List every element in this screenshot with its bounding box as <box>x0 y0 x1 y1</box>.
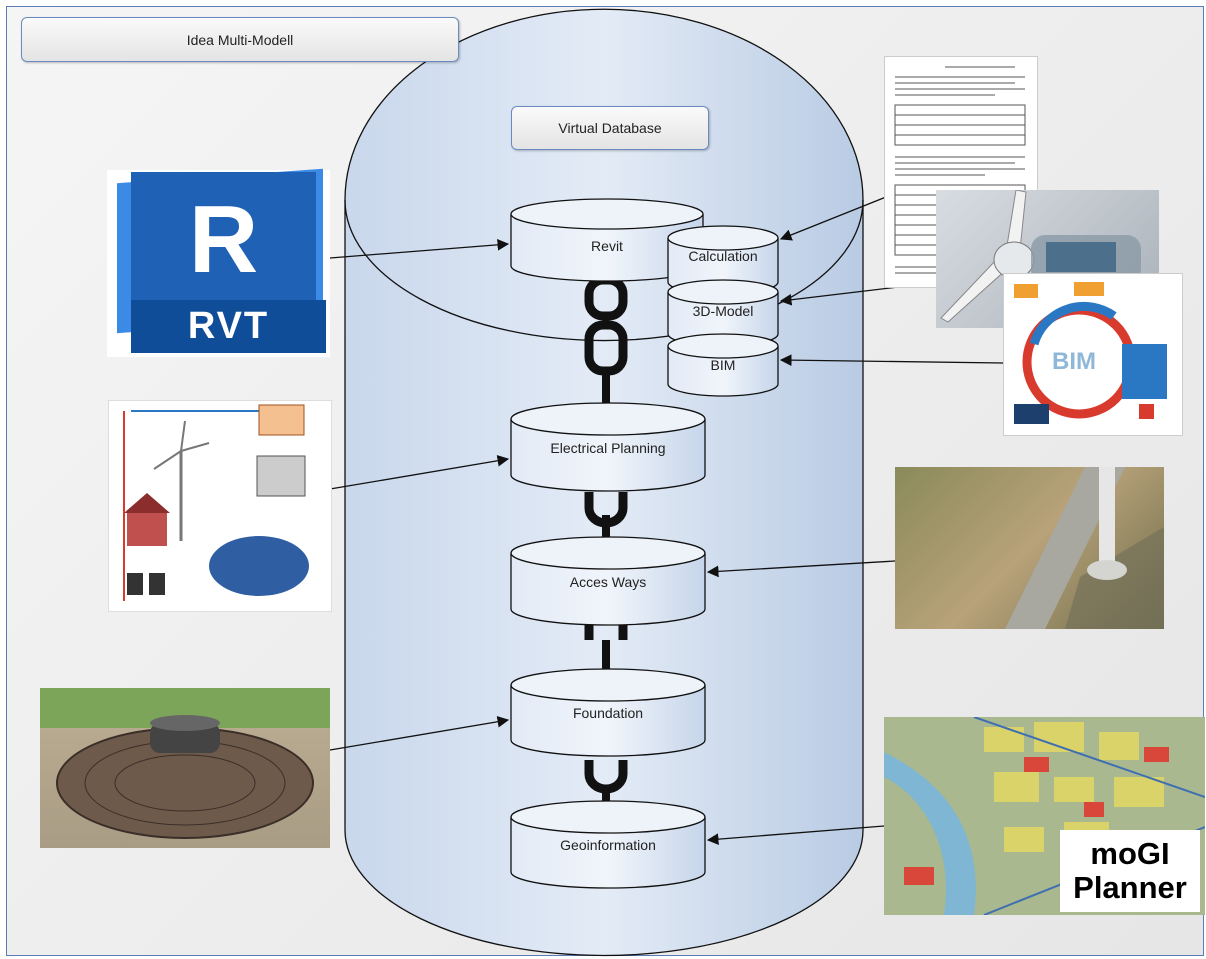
db-bim-label: BIM <box>711 357 736 373</box>
bim-graphic-shape <box>1014 282 1167 424</box>
arrow-foundation <box>329 715 510 751</box>
virtual-database-label: Virtual Database <box>511 106 709 150</box>
foundation-shape <box>56 715 314 839</box>
electrical-schematic-image <box>108 400 332 612</box>
db-access-ways[interactable]: Acces Ways <box>510 536 706 626</box>
db-calculation[interactable]: Calculation <box>667 225 779 295</box>
db-electrical-planning[interactable]: Electrical Planning <box>510 402 706 492</box>
mogi-planner-map-image: moGI Planner <box>884 717 1205 915</box>
foundation-photo-image <box>40 688 330 848</box>
access-road-aerial-image <box>895 467 1164 629</box>
turbine-shape <box>940 190 1141 323</box>
db-geoinformation[interactable]: Geoinformation <box>510 800 706 889</box>
mogi-planner-label-box: moGI Planner <box>1060 830 1200 912</box>
wind-turbine-render-image <box>936 190 1159 328</box>
mogi-planner-line1: moGI <box>1090 836 1170 871</box>
db-calculation-label: Calculation <box>688 248 757 264</box>
db-revit[interactable]: Revit <box>510 198 704 282</box>
db-foundation-label: Foundation <box>573 705 643 721</box>
revit-logo: R RVT <box>107 168 330 357</box>
revit-logo-banner: RVT <box>131 300 326 353</box>
schematic-shape <box>123 404 309 601</box>
arrow-electrical <box>329 454 510 490</box>
db-3d-model-label: 3D-Model <box>693 303 754 319</box>
revit-logo-letter: R <box>188 185 259 293</box>
arrow-access <box>706 560 896 578</box>
revit-logo-front: R <box>131 172 316 307</box>
db-electrical-label: Electrical Planning <box>550 440 665 456</box>
bim-graphic-text: BIM <box>1052 348 1096 375</box>
diagram-title: Idea Multi-Modell <box>21 17 459 62</box>
db-bim[interactable]: BIM <box>667 333 779 397</box>
bim-graphic-image: BIM <box>1003 273 1183 436</box>
arrow-calculation <box>779 196 887 241</box>
arrow-revit <box>329 238 510 259</box>
arrow-bim <box>779 354 1004 366</box>
mogi-planner-line2: Planner <box>1073 870 1187 905</box>
aerial-shape <box>1005 467 1164 629</box>
revit-logo-caption: RVT <box>187 305 270 347</box>
db-3d-model[interactable]: 3D-Model <box>667 279 779 347</box>
arrow-geoinformation <box>706 825 885 845</box>
db-access-label: Acces Ways <box>570 574 647 590</box>
db-foundation[interactable]: Foundation <box>510 668 706 757</box>
db-revit-label: Revit <box>591 238 623 254</box>
db-geoinformation-label: Geoinformation <box>560 837 656 853</box>
